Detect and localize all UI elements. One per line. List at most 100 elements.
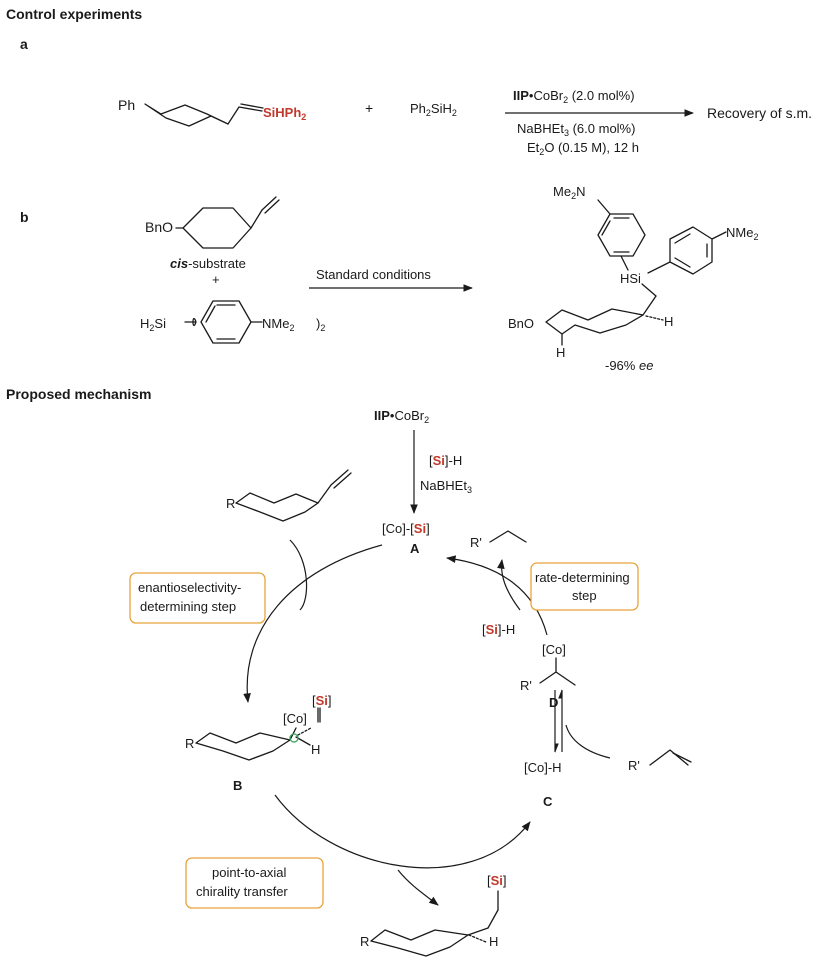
catalyst-line-a: IIP•CoBr2 (2.0 mol%) [513,88,635,105]
plus-sign-a: + [365,100,373,116]
si-h-reagent-cycle: [Si]-H [482,622,515,637]
final-r: R [360,934,369,949]
cyclohexane-ring-b [182,207,252,249]
species-b-structure: R [Co] [Si] H [185,693,332,761]
substrate-r-label: R [226,496,235,511]
product-bno-label: BnO [508,316,534,331]
label-part-b: b [20,209,29,225]
species-d-label: D [549,695,558,710]
mechanism-catalyst: IIP•CoBr2 [374,408,429,425]
species-b-si: [Si] [312,693,332,708]
box-point-line2: chirality transfer [196,884,288,899]
cis-substrate-label: cis-substrate [170,256,246,271]
final-ch2-bond [487,909,499,929]
alkene-reagent: R' [628,749,692,773]
vinyl-double-bond-a [240,103,264,109]
species-b-r: R [185,736,194,751]
ch2-wedge-bond [642,295,657,316]
heading-control-experiments: Control experiments [6,6,142,22]
substrate-vinyl-double [333,472,352,489]
box-enantioselectivity-line1: enantioselectivity- [138,580,241,595]
label-part-a: a [20,36,28,52]
hsi-label: HSi [620,271,641,286]
aryl-ring-right [669,226,713,275]
cis-substrate-structure: BnO [145,196,280,249]
species-d-bonds [539,657,576,686]
final-ring [370,929,469,957]
aryl-ring-left [597,213,646,257]
alkane-product-bonds [489,530,527,543]
species-c-formula: [Co]-H [524,760,562,775]
product-r-prime: R' [470,535,482,550]
solvent-line-a: Et2O (0.15 M), 12 h [527,140,639,157]
product-nme2-label: NMe2 [726,225,758,242]
final-si: [Si] [487,873,507,888]
wedge-bond-vinyl [250,209,263,229]
box-point-to-axial: point-to-axial chirality transfer [185,857,324,909]
ee-value: -96% ee [605,358,653,373]
heading-proposed-mechanism: Proposed mechanism [6,386,152,402]
final-product-structure: R H [Si] [360,873,507,957]
phenyl-label: Ph [118,97,135,113]
silane-substituent: SiHPh2 [263,105,306,122]
alkene-r-prime: R' [628,758,640,773]
product-structure-b: Me2N NMe2 HSi BnO H H [508,184,758,360]
box-enantioselectivity: enantioselectivity- determining step [129,572,266,624]
aryl-left-si-bond [620,255,629,271]
result-recovery: Recovery of s.m. [707,105,812,121]
final-hash [468,934,487,943]
aryl-right-si-bond [647,261,671,274]
alkene-reagent-double [672,752,692,763]
alkene-reagent-bonds [649,749,689,766]
standard-conditions-label: Standard conditions [316,267,431,282]
box-enantioselectivity-line2: determining step [140,599,236,614]
aryl-ring-left-inner [601,217,630,253]
vinyl-double-b [264,199,280,214]
aryl-ring-b [200,300,252,344]
box-rate-determining: rate-determining step [530,562,639,611]
silane-h2si-label: H2Si [140,316,166,333]
alkene-substrate: R [226,469,352,522]
bno-label: BnO [145,219,173,235]
species-a-formula: [Co]-[Si] [382,521,430,536]
aryl-silane-reagent: H2Si NMe2 )2 [140,300,325,344]
me2n-aryl-bond [597,199,611,215]
silane-paren-open [184,317,197,327]
additive-line-a: NaBHEt3 (6.0 mol%) [517,121,635,138]
silane-paren-close: )2 [316,316,325,333]
species-c-label: C [543,794,553,809]
species-b-h: H [311,742,320,757]
cycle-arc-d-to-a [446,555,548,636]
substrate-entry-arc [289,539,308,611]
final-h: H [489,934,498,949]
aryl-ring-inner-b [205,304,236,340]
si-ch2-bond [641,283,657,297]
activator-label: NaBHEt3 [420,478,472,495]
plus-sign-b: + [212,272,220,287]
cycle-arc-b-to-c [274,794,531,869]
box-rate-line1: rate-determining [535,570,630,585]
vinyl-linker-a [227,106,263,125]
species-b-ring [195,732,291,761]
species-a-label: A [410,541,420,556]
species-d-r-prime: R' [520,678,532,693]
silane-nme2-label: NMe2 [262,316,294,333]
diphenylsilane-reagent: Ph2SiH2 [410,101,457,118]
hashed-bond-h [645,315,664,321]
final-wedge [467,927,489,936]
part-a-substrate: Ph SiHPh2 [118,97,306,127]
me2n-label: Me2N [553,184,585,201]
product-h-right: H [664,314,673,329]
product-release-arc [497,559,521,611]
species-d-co: [Co] [542,642,566,657]
product-ring-b [545,308,644,335]
product-h-bottom: H [556,345,565,360]
species-b-label: B [233,778,242,793]
box-point-line1: point-to-axial [212,865,287,880]
aryl-ring-right-inner [674,233,708,268]
cycle-arc-a-to-b [243,544,383,703]
species-b-co: [Co] [283,711,307,726]
alkene-entry-arc [565,724,611,759]
species-d-structure: [Co] R' [520,642,576,693]
